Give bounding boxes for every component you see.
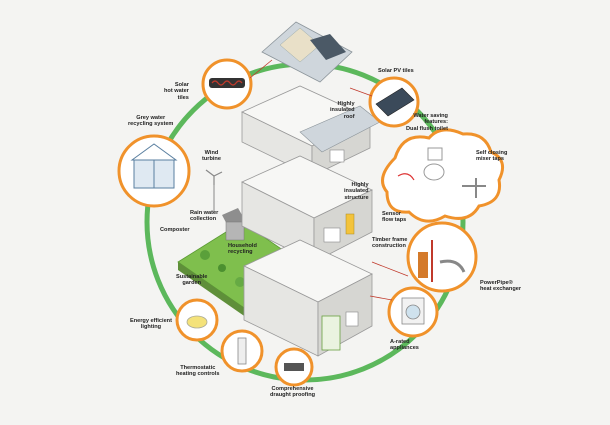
label-powerpipe: PowerPipe® heat exchanger bbox=[480, 280, 522, 293]
house bbox=[241, 21, 381, 357]
label-composter: Composter bbox=[160, 227, 190, 233]
label-solar-hot-water: Solar hot water tiles bbox=[164, 82, 189, 101]
label-highly-insulated-roof: Highly insulated roof bbox=[330, 101, 355, 120]
label-sustainable-garden: Sustainable garden bbox=[176, 274, 208, 287]
callout-graphics bbox=[130, 78, 466, 371]
label-thermostatic: Thermostatic heating controls bbox=[176, 365, 220, 378]
label-highly-insulated-structure: Highly insulated structure bbox=[344, 182, 369, 201]
label-energy-lighting: Energy efficient lighting bbox=[130, 318, 172, 331]
label-rain-water: Rain water collection bbox=[190, 210, 219, 223]
label-grey-water: Grey water recycling system bbox=[128, 115, 174, 128]
label-water-saving: Water saving features: Dual flush toilet bbox=[406, 113, 448, 132]
label-solar-pv: Solar PV tiles bbox=[378, 68, 414, 74]
callout-water-saving bbox=[381, 128, 505, 223]
label-draught-proofing: Comprehensive draught proofing bbox=[270, 386, 316, 399]
label-household-recycling: Household recycling bbox=[228, 243, 257, 256]
shed bbox=[222, 208, 246, 241]
wind-turbine bbox=[205, 169, 223, 212]
label-self-closing-taps: Self closing mixer taps bbox=[476, 150, 508, 163]
label-a-rated: A-rated appliances bbox=[390, 339, 419, 352]
label-wind-turbine: Wind turbine bbox=[202, 150, 221, 163]
label-timber-frame: Timber frame construction bbox=[372, 237, 408, 250]
label-sensor-taps: Sensor flow taps bbox=[382, 211, 407, 224]
connector-lines bbox=[249, 59, 409, 301]
